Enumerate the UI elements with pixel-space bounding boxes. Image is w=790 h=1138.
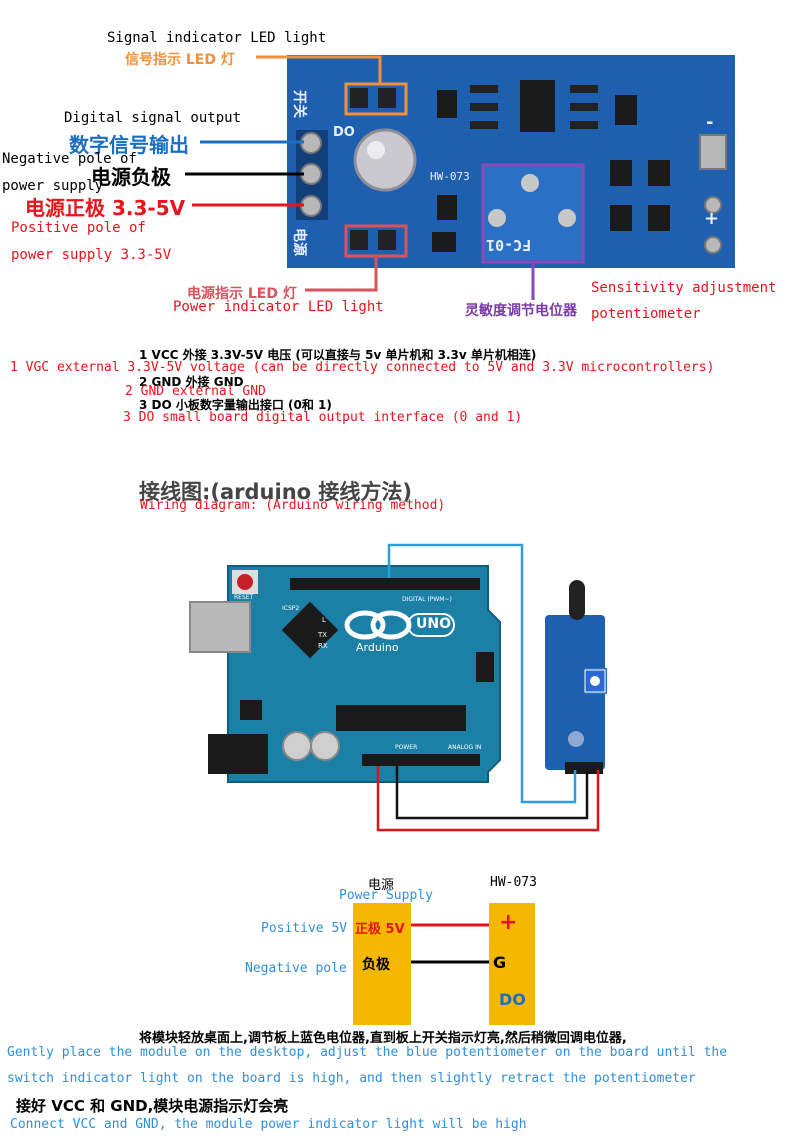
pin3-en: 3 DO small board digital output interfac…: [123, 410, 523, 425]
note1-en-1: Gently place the module on the desktop, …: [7, 1045, 728, 1060]
positive-pole-label-en-2: power supply 3.3-5V: [11, 247, 172, 263]
reset-label: RESET: [234, 594, 254, 601]
signal-led-label-cn: 信号指示 LED 灯: [125, 52, 235, 68]
board-model-label: HW-073: [430, 170, 470, 183]
wire-gnd: [395, 766, 589, 820]
usb-port: [189, 601, 251, 653]
negative-pole-label-en-2: power supply: [2, 178, 104, 194]
board-minus-mark: -: [706, 112, 714, 133]
dc-jack: [208, 734, 268, 774]
sensitivity-label-cn: 灵敏度调节电位器: [465, 303, 577, 319]
pin1-cn: 1 VCC 外接 3.3V-5V 电压 (可以直接与 5v 单片机和 3.3v …: [139, 348, 537, 362]
led-tx-label: TX: [318, 631, 328, 639]
positive-5v-en: Positive 5V: [261, 921, 348, 936]
led-l-label: L: [322, 616, 326, 624]
negative-pole-label-en-1: Negative pole of: [2, 151, 137, 167]
negative-pole-label-cn: 电源负极: [91, 165, 171, 189]
wiring-title-en: Wiring diagram: (Arduino wiring method): [140, 498, 446, 513]
pin2-cn: 2 GND 外接 GND: [139, 375, 244, 389]
pin1-en: 1 VGC external 3.3V-5V voltage (can be d…: [10, 360, 715, 375]
note2-en: Connect VCC and GND, the module power in…: [10, 1117, 527, 1132]
negative-pole-cn: 负极: [362, 957, 390, 973]
positive-pole-label-en-1: Positive pole of: [11, 220, 146, 236]
main-chip: [336, 705, 466, 731]
icsp-label: ICSP2: [282, 605, 300, 612]
negative-pole-en: Negative pole: [245, 961, 347, 976]
digital-label: DIGITAL (PWM~): [402, 596, 452, 603]
power-led-label-en: Power indicator LED light: [173, 299, 384, 315]
note2-cn: 接好 VCC 和 GND,模块电源指示灯会亮: [16, 1097, 289, 1115]
wiring-title-cn: 接线图:(arduino 接线方法): [139, 480, 412, 504]
sensitivity-label-en-1: Sensitivity adjustment: [591, 280, 777, 296]
positive-5v-cn: 正极 5V: [355, 922, 405, 937]
board-do-mark: DO: [333, 125, 355, 140]
power-header-label: POWER: [395, 744, 418, 751]
module-plus: +: [499, 910, 518, 935]
led-rx-label: RX: [318, 642, 328, 650]
power-led-label-cn: 电源指示 LED 灯: [187, 286, 297, 302]
note1-cn: 将模块轻放桌面上,调节板上蓝色电位器,直到板上开关指示灯亮,然后稍微回调电位器,: [139, 1031, 627, 1046]
module-do: DO: [499, 990, 526, 1009]
sensor-photodiode: [569, 580, 585, 620]
digital-output-label-en: Digital signal output: [64, 110, 242, 126]
positive-pole-label-cn: 电源正极 3.3-5V: [25, 196, 186, 220]
sensor-module-board: [545, 615, 605, 770]
power-supply-en: Power Supply: [339, 888, 433, 903]
digital-output-label-cn: 数字信号输出: [69, 133, 189, 157]
analog-label: ANALOG IN: [448, 744, 482, 751]
sensitivity-label-en-2: potentiometer: [591, 306, 701, 322]
pin3-cn: 3 DO 小板数字量输出接口 (0和 1): [139, 398, 332, 412]
reset-button: [237, 574, 253, 590]
note1-en-2: switch indicator light on the board is h…: [7, 1071, 696, 1086]
board-plus-mark: +: [704, 208, 720, 229]
power-supply-cn: 电源: [368, 878, 395, 893]
power-supply-box: [353, 903, 411, 1025]
module-box: [489, 903, 535, 1025]
signal-led-highlight: [344, 82, 408, 116]
module-g: G: [493, 953, 507, 972]
signal-led-label-en: Signal indicator LED light: [107, 30, 327, 46]
wire-signal: [387, 543, 577, 804]
module-model-label: HW-073: [490, 875, 537, 890]
arduino-label: Arduino: [356, 641, 399, 654]
wire-vcc: [376, 766, 600, 832]
pin2-en: 2 GND external GND: [125, 384, 266, 399]
uno-label: UNO: [416, 616, 451, 632]
